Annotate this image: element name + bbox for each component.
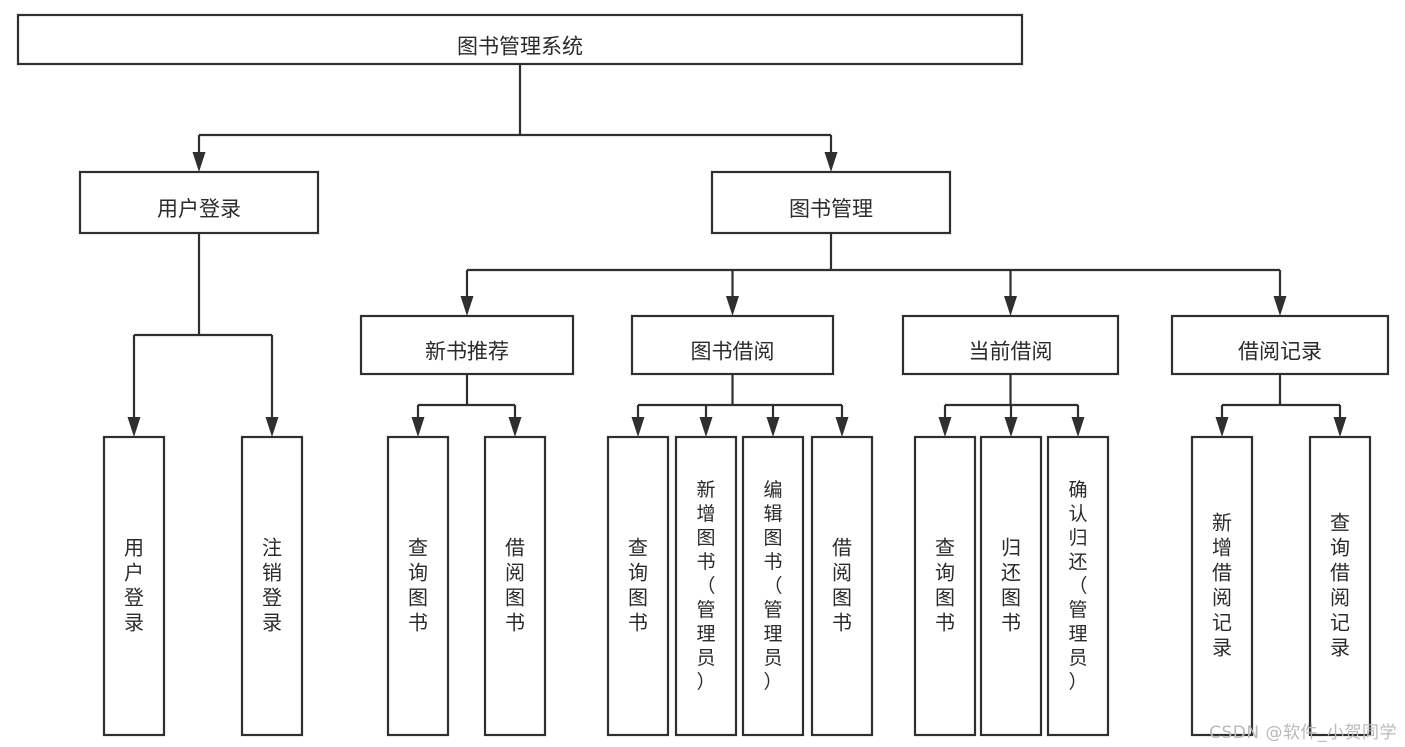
arrow-head-icon bbox=[460, 296, 474, 316]
node-box[interactable] bbox=[710, 170, 952, 235]
node-leaf-borrow-query[interactable]: 查询图书 bbox=[606, 435, 670, 737]
node-box[interactable] bbox=[1046, 435, 1110, 737]
arrow-head-icon bbox=[192, 152, 206, 172]
node-label: 用户登录 bbox=[157, 197, 241, 221]
node-label: 编辑图书（管理员） bbox=[763, 479, 782, 693]
node-label: 新增借阅记录 bbox=[1212, 510, 1232, 659]
node-leaf-borrow-lend[interactable]: 借阅图书 bbox=[810, 435, 874, 737]
edge-group-borrow-record-children bbox=[1215, 374, 1347, 437]
node-label: 当前借阅 bbox=[969, 340, 1053, 364]
connectors-layer bbox=[127, 64, 1347, 437]
node-box[interactable] bbox=[810, 435, 874, 737]
arrow-head-icon bbox=[1004, 417, 1018, 437]
node-box[interactable] bbox=[901, 314, 1120, 376]
node-label: 借阅图书 bbox=[832, 535, 852, 634]
node-label: 借阅记录 bbox=[1238, 340, 1322, 364]
node-label: 查询图书 bbox=[628, 535, 648, 634]
node-box[interactable] bbox=[979, 435, 1043, 737]
node-leaf-record-add[interactable]: 新增借阅记录 bbox=[1190, 435, 1254, 737]
arrow-head-icon bbox=[508, 417, 522, 437]
node-label: 借阅图书 bbox=[505, 535, 525, 634]
node-user-login[interactable]: 用户登录 bbox=[78, 170, 320, 235]
node-root[interactable]: 图书管理系统 bbox=[16, 13, 1024, 66]
nodes-layer: 图书管理系统用户登录图书管理新书推荐图书借阅当前借阅借阅记录用户登录注销登录查询… bbox=[16, 13, 1390, 737]
arrow-head-icon bbox=[127, 417, 141, 437]
arrow-head-icon bbox=[699, 417, 713, 437]
node-label: 查询图书 bbox=[408, 535, 428, 634]
arrow-head-icon bbox=[726, 296, 739, 316]
node-leaf-record-query[interactable]: 查询借阅记录 bbox=[1308, 435, 1372, 737]
node-new-book-rec[interactable]: 新书推荐 bbox=[359, 314, 575, 376]
node-box[interactable] bbox=[16, 13, 1024, 66]
edge-group-root-children bbox=[192, 64, 838, 172]
node-borrow-record[interactable]: 借阅记录 bbox=[1170, 314, 1390, 376]
node-leaf-current-confirm[interactable]: 确认归还（管理员） bbox=[1046, 435, 1110, 737]
node-leaf-borrow-add[interactable]: 新增图书（管理员） bbox=[674, 435, 738, 737]
node-book-borrow[interactable]: 图书借阅 bbox=[630, 314, 835, 376]
node-box[interactable] bbox=[1308, 435, 1372, 737]
node-label: 归还图书 bbox=[1001, 535, 1021, 634]
edge-group-new-book-rec-children bbox=[411, 374, 522, 437]
node-box[interactable] bbox=[102, 435, 166, 737]
arrow-head-icon bbox=[631, 417, 645, 437]
node-box[interactable] bbox=[240, 435, 304, 737]
node-label: 图书管理 bbox=[789, 197, 873, 221]
node-leaf-rec-borrow[interactable]: 借阅图书 bbox=[483, 435, 547, 737]
edge-group-book-manage-children bbox=[460, 233, 1287, 316]
node-label: 图书管理系统 bbox=[457, 34, 583, 58]
node-leaf-current-return[interactable]: 归还图书 bbox=[979, 435, 1043, 737]
node-label: 图书借阅 bbox=[691, 340, 775, 364]
arrow-head-icon bbox=[938, 417, 952, 437]
node-box[interactable] bbox=[1170, 314, 1390, 376]
node-book-manage[interactable]: 图书管理 bbox=[710, 170, 952, 235]
node-leaf-current-query[interactable]: 查询图书 bbox=[913, 435, 977, 737]
node-box[interactable] bbox=[483, 435, 547, 737]
node-leaf-rec-query[interactable]: 查询图书 bbox=[386, 435, 450, 737]
node-label: 新增图书（管理员） bbox=[696, 479, 715, 693]
node-box[interactable] bbox=[630, 314, 835, 376]
node-box[interactable] bbox=[674, 435, 738, 737]
node-box[interactable] bbox=[359, 314, 575, 376]
node-box[interactable] bbox=[1190, 435, 1254, 737]
arrow-head-icon bbox=[1004, 296, 1017, 316]
arrow-head-icon bbox=[1071, 417, 1085, 437]
arrow-head-icon bbox=[766, 417, 780, 437]
node-label: 新书推荐 bbox=[425, 340, 509, 364]
node-box[interactable] bbox=[386, 435, 450, 737]
node-label: 确认归还（管理员） bbox=[1068, 479, 1087, 693]
node-box[interactable] bbox=[606, 435, 670, 737]
node-label: 查询借阅记录 bbox=[1330, 510, 1350, 659]
arrow-head-icon bbox=[824, 152, 838, 172]
arrow-head-icon bbox=[265, 417, 279, 437]
arrow-head-icon bbox=[1273, 296, 1287, 316]
node-leaf-user-login[interactable]: 用户登录 bbox=[102, 435, 166, 737]
arrow-head-icon bbox=[1333, 417, 1347, 437]
node-current-borrow[interactable]: 当前借阅 bbox=[901, 314, 1120, 376]
node-box[interactable] bbox=[78, 170, 320, 235]
node-leaf-borrow-edit[interactable]: 编辑图书（管理员） bbox=[741, 435, 805, 737]
arrow-head-icon bbox=[835, 417, 849, 437]
edge-group-user-login-children bbox=[127, 233, 279, 437]
csdn-watermark: CSDN @软件_小贺同学 bbox=[1209, 723, 1397, 743]
node-label: 用户登录 bbox=[124, 535, 144, 634]
edge-group-current-borrow-children bbox=[938, 374, 1085, 437]
node-box[interactable] bbox=[741, 435, 805, 737]
arrow-head-icon bbox=[1215, 417, 1229, 437]
node-leaf-user-logout[interactable]: 注销登录 bbox=[240, 435, 304, 737]
node-label: 查询图书 bbox=[935, 535, 955, 634]
node-box[interactable] bbox=[913, 435, 977, 737]
arrow-head-icon bbox=[411, 417, 425, 437]
edge-group-book-borrow-children bbox=[631, 374, 849, 437]
node-label: 注销登录 bbox=[262, 535, 282, 634]
